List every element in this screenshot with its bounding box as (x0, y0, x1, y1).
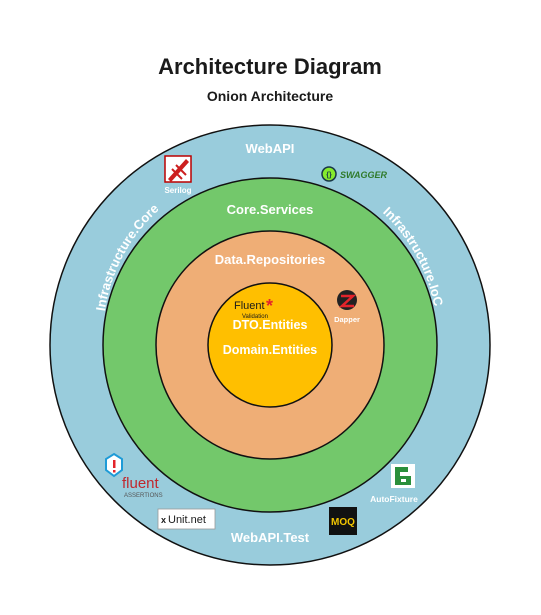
page-subtitle: Onion Architecture (207, 88, 333, 104)
moq-icon (329, 507, 357, 535)
swagger-label: SWAGGER (340, 170, 388, 180)
xunit-logo: x Unit.net (157, 508, 216, 530)
fluent-assertions-logo: fluent ASSERTIONS (105, 452, 163, 499)
core-ring (207, 282, 333, 408)
dapper-label: Dapper (334, 315, 360, 324)
domain-entities-label: Domain.Entities (223, 343, 318, 357)
data-repositories-label: Data.Repositories (215, 252, 326, 267)
dto-entities-label: DTO.Entities (233, 318, 308, 332)
fluent-validation-sublabel: Validation (242, 314, 268, 320)
webapi-label: WebAPI (246, 141, 295, 156)
fluent-assertions-sublabel: ASSERTIONS (124, 493, 163, 499)
serilog-logo: Serilog (164, 155, 192, 195)
moq-label: MOQ (331, 517, 355, 528)
autofixture-icon (391, 464, 415, 488)
webapi-test-label: WebAPI.Test (231, 530, 310, 545)
xunit-label: Unit.net (168, 514, 206, 526)
fluent-validation-label: Fluent (234, 300, 265, 312)
asterisk-icon: * (266, 296, 273, 316)
dapper-icon (337, 290, 357, 310)
xunit-icon: x (161, 515, 166, 525)
svg-text:{}: {} (326, 172, 332, 179)
autofixture-label: AutoFixture (370, 494, 418, 504)
exclamation-icon (105, 452, 123, 478)
moq-logo: MOQ (329, 507, 357, 535)
serilog-label: Serilog (164, 186, 191, 195)
autofixture-logo: AutoFixture (370, 464, 418, 504)
swagger-icon: {} (321, 166, 337, 182)
fluent-assertions-label: fluent (122, 475, 160, 492)
serilog-icon (164, 155, 192, 183)
fluent-validation-logo: Fluent * Validation (234, 296, 273, 320)
core-services-label: Core.Services (227, 202, 314, 217)
page-title: Architecture Diagram (158, 54, 382, 79)
swagger-logo: {} SWAGGER (321, 166, 388, 182)
dapper-logo: Dapper (334, 290, 360, 324)
